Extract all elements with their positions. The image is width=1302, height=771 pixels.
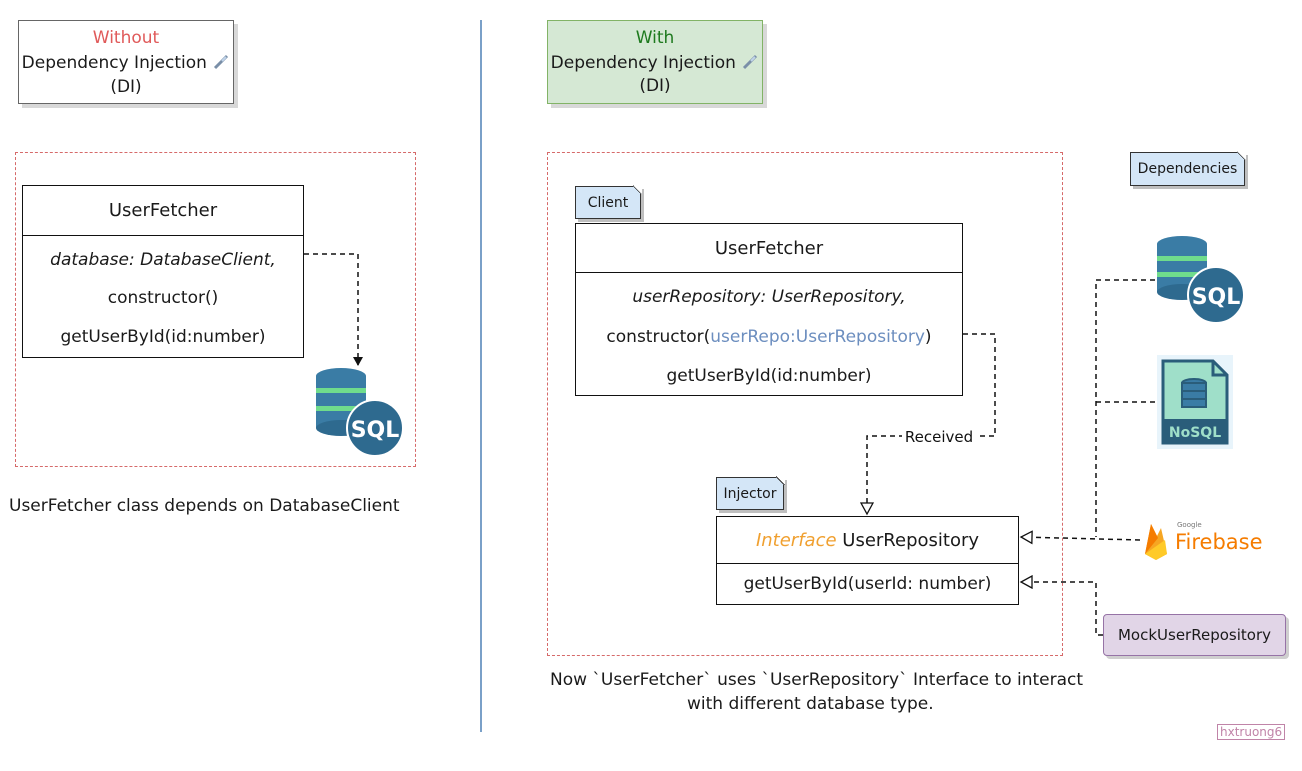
- firebase-dependency-arrow: [1021, 537, 1141, 540]
- interface-name: UserRepository: [842, 529, 980, 551]
- right-caption-line2: with different database type.: [687, 694, 934, 714]
- title-with-di: With Dependency Injection (DI): [547, 20, 763, 104]
- title-without-line2: Dependency Injection: [21, 53, 207, 73]
- firebase-label: Firebase: [1175, 530, 1263, 554]
- ctor-prefix: constructor(: [606, 327, 711, 347]
- left-dependency-arrow: [304, 253, 363, 366]
- class-field: database: DatabaseClient,: [50, 249, 276, 270]
- sql-database-icon: SQL: [1157, 236, 1245, 324]
- svg-text:SQL: SQL: [351, 418, 400, 443]
- right-caption-line1: Now `UserFetcher` uses `UserRepository` …: [550, 670, 1084, 690]
- firebase-google-label: Google: [1177, 521, 1202, 529]
- right-container: [547, 152, 1063, 656]
- left-caption: UserFetcher class depends on DatabaseCli…: [9, 496, 400, 516]
- mock-dependency-arrow: [1021, 582, 1103, 636]
- left-container: [15, 152, 416, 467]
- class-method: getUserById(id:number): [666, 366, 872, 386]
- injector-tag: Injector: [716, 476, 785, 510]
- title-with-di-abbr: (DI): [639, 76, 671, 96]
- watermark: hxtruong6: [1217, 724, 1286, 740]
- interface-keyword: Interface: [755, 529, 837, 551]
- ctor-suffix: ): [924, 327, 932, 347]
- client-tag: Client: [575, 185, 642, 219]
- received-label: Received: [905, 428, 973, 446]
- ctor-param: userRepo:UserRepository: [710, 327, 925, 347]
- class-field: userRepository: UserRepository,: [632, 287, 906, 307]
- section-divider: [480, 20, 482, 732]
- class-name: UserFetcher: [576, 224, 962, 273]
- firebase-flame-icon: [1145, 524, 1167, 560]
- title-without-di: Without Dependency Injection (DI): [18, 20, 234, 104]
- right-userfetcher-class: UserFetcher userRepository: UserReposito…: [575, 223, 963, 396]
- title-with-keyword: With: [635, 28, 675, 48]
- received-arrow: [867, 333, 996, 514]
- sql-dependency-line: [1095, 279, 1155, 537]
- class-method: getUserById(id:number): [60, 327, 266, 347]
- class-constructor: constructor(): [107, 287, 219, 308]
- title-without-di-abbr: (DI): [110, 77, 142, 97]
- syringe-icon: [741, 53, 759, 73]
- svg-text:NoSQL: NoSQL: [1169, 425, 1221, 441]
- class-constructor: constructor(userRepo:UserRepository): [576, 317, 962, 357]
- interface-userrepository: Interface UserRepository getUserById(use…: [716, 516, 1019, 605]
- interface-header: Interface UserRepository: [717, 517, 1018, 564]
- title-without-keyword: Without: [92, 28, 160, 48]
- dependencies-tag: Dependencies: [1130, 151, 1246, 186]
- interface-method: getUserById(userId: number): [743, 574, 992, 594]
- syringe-icon: [212, 54, 230, 72]
- mock-user-repository: MockUserRepository: [1103, 614, 1286, 656]
- sql-database-icon: SQL: [316, 368, 404, 457]
- left-userfetcher-class: UserFetcher database: DatabaseClient, co…: [22, 185, 304, 358]
- nosql-document-icon: NoSQL: [1157, 355, 1233, 449]
- title-with-line2: Dependency Injection: [550, 53, 736, 73]
- svg-text:SQL: SQL: [1192, 285, 1241, 310]
- class-name: UserFetcher: [23, 186, 303, 236]
